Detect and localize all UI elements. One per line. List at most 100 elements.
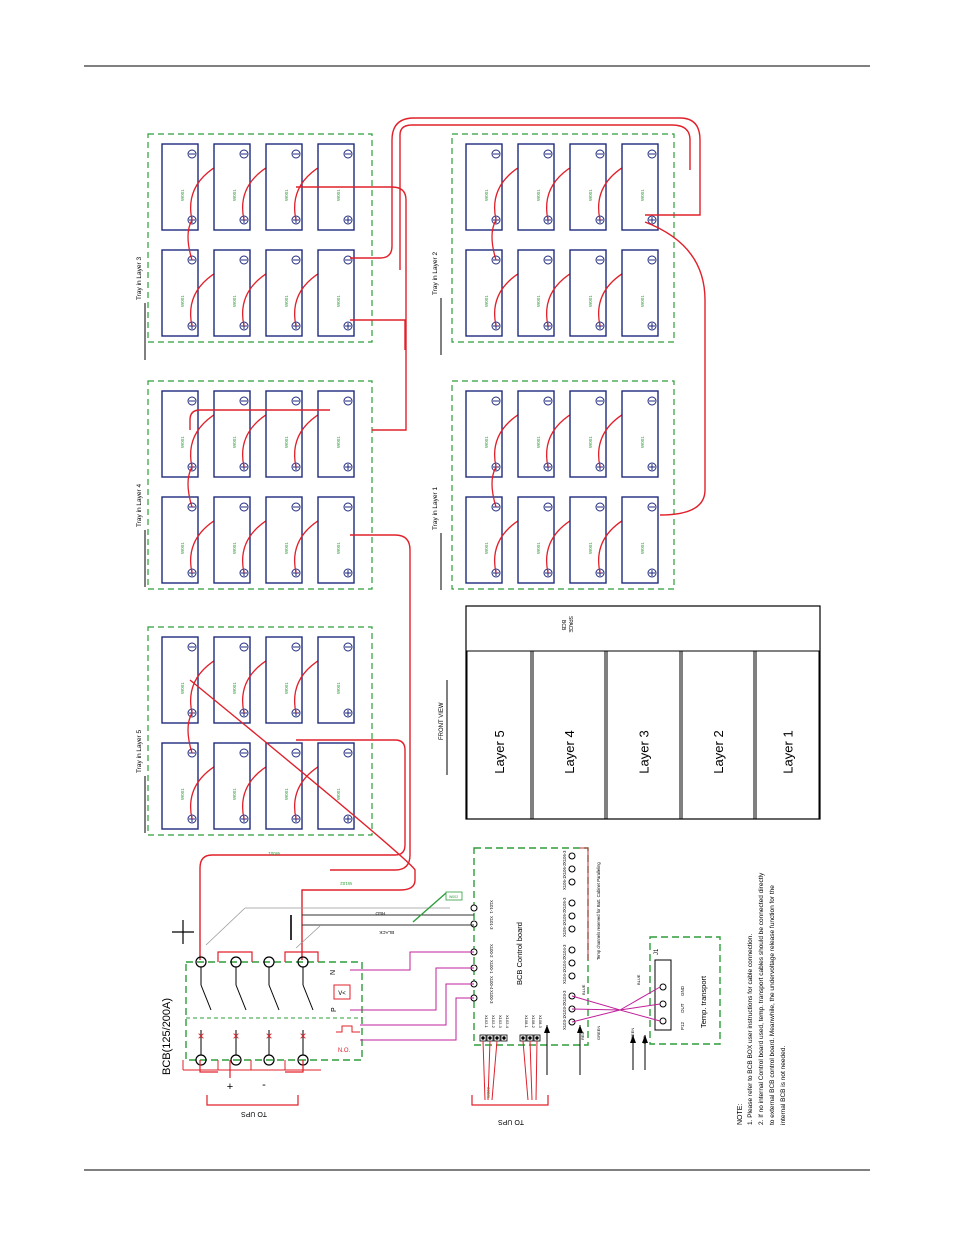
positive-terminal-icon [343, 215, 353, 225]
negative-terminal-icon [291, 149, 301, 159]
battery-body [161, 143, 199, 231]
negative-terminal-icon [543, 255, 553, 265]
battery: W001 [621, 390, 659, 478]
battery-body [317, 496, 355, 584]
ups-bracket [206, 1095, 299, 1106]
negative-terminal-icon [291, 748, 301, 758]
tray-label: Tray in Layer 1 [432, 487, 439, 530]
positive-terminal-icon [291, 708, 301, 718]
battery-body [161, 496, 199, 584]
bcb-space-line-1: BCB [560, 620, 566, 631]
terminal-label: X102-1 [484, 1015, 489, 1029]
terminal-icon [568, 878, 576, 886]
battery-wire-label: W001 [588, 189, 593, 201]
battery: W001 [161, 742, 245, 830]
undervoltage-coil-box [333, 984, 351, 1000]
board-temp-note: Temp channels reserved for Batt. Cabinet… [596, 862, 601, 960]
battery-body [621, 496, 659, 584]
ups-minus-label: - [262, 1079, 266, 1091]
interconnect-label-w102: W102 [340, 881, 352, 886]
terminal-label: X100-3 [489, 990, 494, 1004]
terminal-pin-icon [535, 1036, 539, 1040]
terminal-pin-icon [481, 1036, 485, 1040]
positive-terminal-icon [543, 215, 553, 225]
positive-terminal-icon [595, 568, 605, 578]
negative-terminal-icon [647, 502, 657, 512]
wire-color-label: GREEN [596, 1026, 601, 1040]
board-to-ups-label: TO UPS [498, 1118, 524, 1125]
battery: W001 [213, 390, 297, 478]
battery: W001 [265, 636, 349, 724]
positive-terminal-icon [543, 462, 553, 472]
battery-body [161, 390, 199, 478]
battery-wire-label: W001 [232, 542, 237, 554]
negative-terminal-icon [187, 255, 197, 265]
battery-wire-label: W001 [336, 788, 341, 800]
battery-wire-label: W001 [232, 189, 237, 201]
positive-terminal-icon [647, 462, 657, 472]
wire-color-label: GREEN [630, 1028, 635, 1042]
wire-l4-l5 [189, 409, 330, 430]
positive-terminal-icon [491, 321, 501, 331]
positive-terminal-icon [291, 215, 301, 225]
note-heading: NOTE: [737, 1104, 744, 1125]
coil-control-wire [360, 983, 474, 1026]
battery-wire-label: W001 [180, 542, 185, 554]
row-jumper-wire [187, 466, 193, 508]
note-line: internal BCB is not needed. [780, 1046, 787, 1125]
battery-body [213, 742, 251, 830]
note-line: 1. Please refer to BCB BOX user instruct… [747, 934, 754, 1125]
negative-terminal-icon [239, 642, 249, 652]
pole-bottom-bracket [182, 1060, 219, 1071]
negative-terminal-icon [543, 149, 553, 159]
battery-body [265, 636, 303, 724]
guide-line [205, 907, 246, 946]
notes-block: NOTE:1. Please refer to BCB BOX user ins… [737, 872, 787, 1125]
positive-terminal-icon [239, 321, 249, 331]
battery-body [517, 249, 555, 337]
terminal-icon [568, 899, 576, 907]
wire-l1-to-bcb [189, 679, 416, 960]
terminal-label: X100-4 [489, 976, 494, 990]
layer-label: Layer 2 [711, 730, 726, 773]
wire-l3-loop [350, 117, 701, 259]
negative-terminal-icon [291, 255, 301, 265]
temp-connector-label: J1 [654, 948, 660, 955]
positive-terminal-icon [239, 462, 249, 472]
wire-l5-to-bcb-a [199, 739, 406, 960]
terminal-label: X105-3 [562, 897, 567, 911]
positive-terminal-icon [187, 215, 197, 225]
layer-label: Layer 4 [562, 730, 577, 773]
terminal-label: X100-1 [489, 960, 494, 974]
positive-terminal-icon [647, 568, 657, 578]
pole-bottom-bracket [250, 1060, 287, 1071]
terminal-label: X108-1 [524, 1015, 529, 1029]
negative-terminal-icon [343, 255, 353, 265]
ups-signal-wire [529, 1040, 533, 1101]
battery-wire-label: W001 [284, 682, 289, 694]
positive-terminal-icon [595, 462, 605, 472]
ups-signal-wire [535, 1040, 538, 1101]
wire-color-label: BLUE [581, 984, 586, 995]
arrow-head-icon [630, 1035, 636, 1043]
terminal-label: X106-2 [562, 863, 567, 877]
pole-trip-icon: × [197, 1029, 204, 1043]
tray-border [451, 380, 675, 590]
battery-wire-label: W001 [232, 682, 237, 694]
battery-wire-label: W001 [588, 542, 593, 554]
guide-line [295, 925, 321, 949]
arrow-head-icon [544, 1025, 550, 1033]
bcb-space-line-2: SPACE [567, 616, 573, 633]
positive-terminal-icon [491, 215, 501, 225]
battery-body [161, 742, 199, 830]
battery-body [161, 636, 199, 724]
battery-body [265, 249, 303, 337]
battery-wire-label: W001 [536, 542, 541, 554]
battery-body [569, 496, 607, 584]
layer-column [681, 650, 755, 820]
pole-trip-icon: × [299, 1029, 306, 1043]
battery-body [213, 143, 251, 231]
pole-switch-blade [302, 984, 314, 1011]
coil-plus-label: P [331, 1007, 338, 1012]
